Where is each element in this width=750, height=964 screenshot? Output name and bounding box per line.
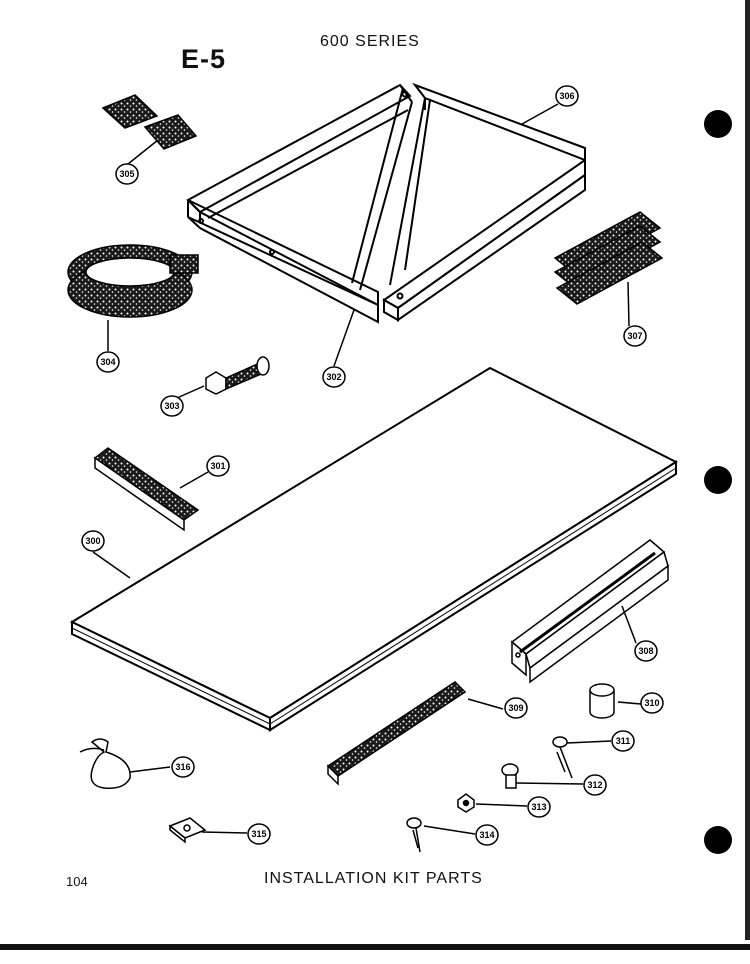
callout-312: 312 (583, 774, 607, 796)
svg-text:305: 305 (119, 169, 134, 179)
callout-311: 311 (611, 730, 635, 752)
svg-text:300: 300 (85, 536, 100, 546)
callout-309: 309 (504, 697, 528, 719)
callout-310: 310 (640, 692, 664, 714)
callout-307: 307 (623, 325, 647, 347)
binder-hole-bottom (704, 826, 732, 854)
part-305-foam-pads (101, 94, 198, 150)
svg-text:310: 310 (644, 698, 659, 708)
callout-303: 303 (160, 395, 184, 417)
svg-text:302: 302 (326, 372, 341, 382)
callout-301: 301 (206, 455, 230, 477)
page-number: 104 (66, 874, 88, 889)
callout-315: 315 (247, 823, 271, 845)
svg-text:301: 301 (210, 461, 225, 471)
svg-text:308: 308 (638, 646, 653, 656)
part-315-clip (168, 817, 207, 844)
callout-316: 316 (171, 756, 195, 778)
part-303-bolt (205, 356, 270, 395)
callout-314: 314 (475, 824, 499, 846)
callout-313: 313 (527, 796, 551, 818)
callout-leaders (92, 103, 642, 835)
svg-text:304: 304 (100, 357, 115, 367)
svg-text:303: 303 (164, 401, 179, 411)
svg-text:309: 309 (508, 703, 523, 713)
part-304-foam-roll (67, 244, 199, 318)
callout-306: 306 (555, 85, 579, 107)
part-309-foam-strip (326, 681, 467, 786)
part-314-screw (406, 817, 422, 853)
callout-304: 304 (96, 351, 120, 373)
part-311-screw (552, 736, 573, 779)
svg-text:313: 313 (531, 802, 546, 812)
svg-text:315: 315 (251, 829, 266, 839)
callout-308: 308 (634, 640, 658, 662)
series-title: 600 SERIES (320, 33, 420, 50)
svg-text:314: 314 (479, 830, 494, 840)
callout-305: 305 (115, 163, 139, 185)
callout-302: 302 (322, 366, 346, 388)
section-code: E-5 (181, 44, 227, 74)
diagram-caption: INSTALLATION KIT PARTS (264, 870, 483, 887)
part-312-screw (501, 763, 519, 789)
binder-hole-top (704, 110, 732, 138)
svg-text:306: 306 (559, 91, 574, 101)
svg-text:316: 316 (175, 762, 190, 772)
part-300-panel (69, 366, 679, 732)
part-307-foam-block (553, 211, 664, 305)
svg-text:311: 311 (616, 736, 631, 746)
binder-hole-middle (704, 466, 732, 494)
svg-text:307: 307 (627, 331, 642, 341)
part-313-nut (457, 793, 475, 813)
part-308-angle-rail (510, 539, 669, 684)
part-301-foam-strip (93, 447, 200, 532)
part-306-302-frames (186, 82, 586, 324)
callout-300: 300 (81, 530, 105, 552)
part-316-hardware-bag (79, 738, 131, 790)
part-310-cap (589, 683, 615, 719)
svg-text:312: 312 (587, 780, 602, 790)
